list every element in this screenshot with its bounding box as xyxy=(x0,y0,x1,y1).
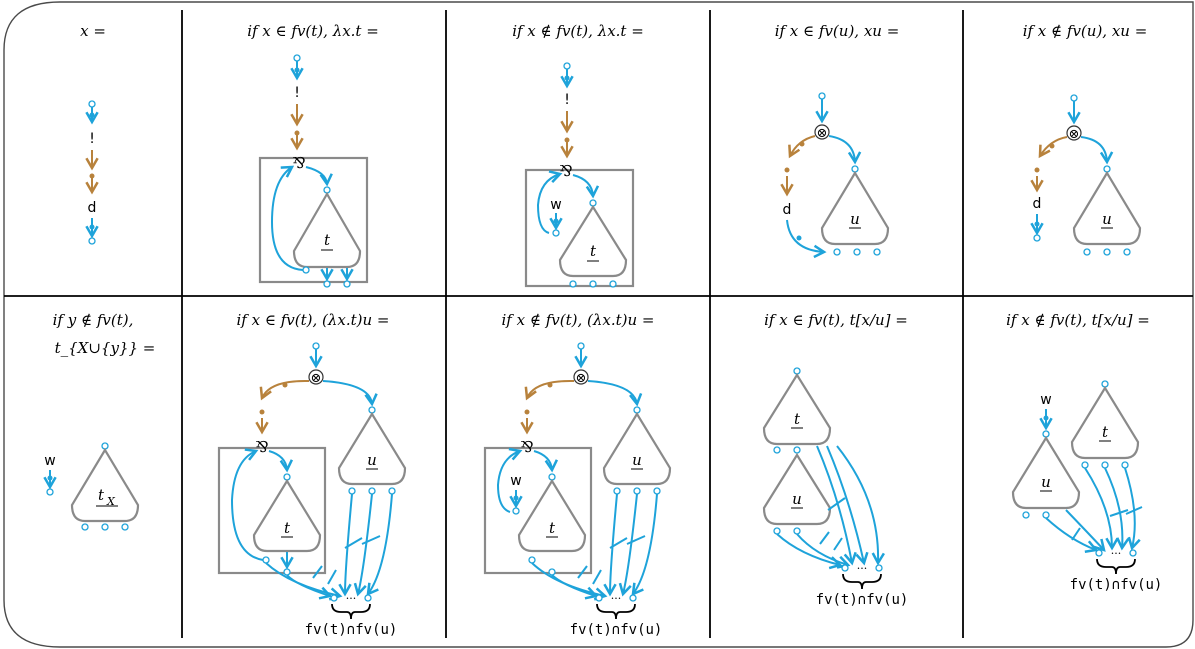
header-weakened-term-line2: t_{X∪{y}} = xyxy=(55,339,156,357)
abstraction-net-used: ! ⅋ t xyxy=(258,54,369,288)
redex-net-used: ⊗ u ⅋ t ··· fv(t)∩fv xyxy=(217,342,407,638)
term-t-label: t xyxy=(549,519,556,537)
header-application-unused: if x ∉ fv(u), xu = xyxy=(1023,22,1148,40)
svg-text:···: ··· xyxy=(857,562,868,575)
weakening-node: w xyxy=(1040,392,1051,408)
header-abstraction-unused: if x ∉ fv(t), λx.t = xyxy=(512,22,644,40)
abstraction-net-unused: ! ⅋ t w xyxy=(524,62,635,288)
par-node: ⅋ xyxy=(255,438,268,456)
dereliction-node: d xyxy=(783,202,792,218)
tensor-node xyxy=(573,369,589,385)
weakening-node: w xyxy=(44,453,55,469)
dereliction-node: d xyxy=(88,200,97,216)
exponential-box xyxy=(258,156,369,284)
term-t-triangle xyxy=(558,204,628,278)
shared-variables-brace xyxy=(1096,558,1136,575)
term-u-label: u xyxy=(850,210,860,228)
weakening-node: w xyxy=(510,473,521,489)
weakened-term-net: w t X xyxy=(43,442,140,531)
term-u-triangle xyxy=(1072,170,1142,246)
application-net-unused: ⊗ d u xyxy=(1030,94,1142,256)
table-frame xyxy=(3,1,1194,648)
bang-node: ! xyxy=(294,85,300,101)
application-net-used: ⊗ d u xyxy=(780,92,890,259)
term-t-label: t xyxy=(284,519,291,537)
header-variable: x = xyxy=(80,22,106,40)
term-u-label: u xyxy=(1041,473,1051,491)
term-t-triangle xyxy=(292,191,362,269)
substitution-net-unused: w u t ··· fv(t)∩fv(u) xyxy=(1011,380,1163,593)
par-node: ⅋ xyxy=(520,438,533,456)
header-substitution-unused: if x ∉ fv(t), t[x/u] = xyxy=(1006,311,1150,329)
svg-text:···: ··· xyxy=(1111,547,1122,560)
weakening-node: w xyxy=(550,197,561,213)
redex-net-unused: ⊗ u ⅋ t w ··· xyxy=(483,342,672,638)
term-u-label: u xyxy=(367,451,377,469)
term-t-triangle xyxy=(1070,385,1140,460)
term-t-label: t xyxy=(794,410,801,428)
svg-text:···: ··· xyxy=(611,592,622,605)
shared-variables-label: fv(t)∩fv(u) xyxy=(816,592,909,608)
shared-variables-label: fv(t)∩fv(u) xyxy=(305,622,398,638)
svg-text:⊗: ⊗ xyxy=(1069,127,1080,142)
shared-variables-label: fv(t)∩fv(u) xyxy=(570,622,663,638)
tensor-node xyxy=(814,124,830,140)
header-weakened-term-line1: if y ∉ fv(t), xyxy=(53,311,134,329)
term-t-label: t xyxy=(324,231,331,249)
header-application-used: if x ∈ fv(u), xu = xyxy=(775,22,900,40)
term-t-label: t xyxy=(590,242,597,260)
term-tX-triangle xyxy=(70,447,140,523)
header-redex-used: if x ∈ fv(t), (λx.t)u = xyxy=(237,311,390,329)
term-t-triangle xyxy=(517,478,587,553)
term-u-triangle xyxy=(762,452,832,526)
header-abstraction-used: if x ∈ fv(t), λx.t = xyxy=(247,22,379,40)
term-t-triangle xyxy=(762,372,832,446)
shared-variables-brace xyxy=(331,603,371,620)
term-u-triangle xyxy=(820,170,890,246)
shared-variables-brace xyxy=(596,603,636,620)
dereliction-node: d xyxy=(1033,196,1042,212)
svg-text:⊗: ⊗ xyxy=(576,371,587,386)
term-u-triangle xyxy=(602,411,672,486)
svg-text:⊗: ⊗ xyxy=(311,371,322,386)
term-tX-label: t xyxy=(98,486,105,504)
svg-text:···: ··· xyxy=(346,592,357,605)
exponential-box xyxy=(483,446,593,575)
term-t-label: t xyxy=(1102,423,1109,441)
shared-variables-label: fv(t)∩fv(u) xyxy=(1070,577,1163,593)
tensor-node xyxy=(308,369,324,385)
header-substitution-used: if x ∈ fv(t), t[x/u] = xyxy=(764,311,908,329)
exponential-box xyxy=(217,446,327,575)
term-u-label: u xyxy=(792,490,802,508)
term-u-triangle xyxy=(1011,435,1081,510)
header-redex-unused: if x ∉ fv(t), (λx.t)u = xyxy=(502,311,655,329)
term-u-label: u xyxy=(632,451,642,469)
term-t-triangle xyxy=(252,478,322,553)
par-node: ⅋ xyxy=(559,162,572,180)
bang-node: ! xyxy=(89,131,95,147)
par-node: ⅋ xyxy=(292,154,305,172)
exponential-box xyxy=(524,168,635,288)
shared-variables-brace xyxy=(842,573,882,590)
variable-net: ! d xyxy=(85,100,99,245)
term-u-label: u xyxy=(1102,210,1112,228)
svg-text:⊗: ⊗ xyxy=(817,126,828,141)
term-u-triangle xyxy=(337,411,407,486)
bang-node: ! xyxy=(564,92,570,108)
tensor-node xyxy=(1066,125,1082,141)
term-tX-subscript: X xyxy=(106,495,116,508)
substitution-net-used: t u ··· fv(t)∩fv(u) xyxy=(762,367,909,608)
